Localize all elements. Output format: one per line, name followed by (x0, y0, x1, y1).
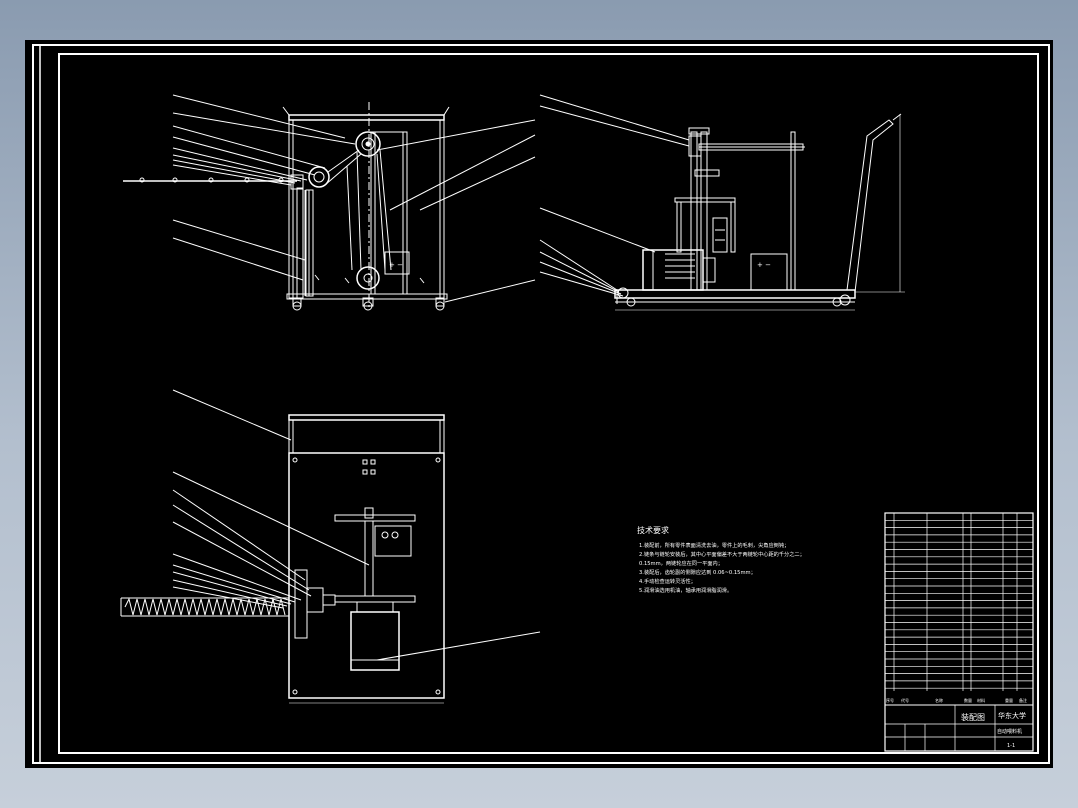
top-view (120, 389, 541, 704)
school-name: 华东大学 (998, 711, 1026, 720)
bom-header-index: 序号 (886, 697, 894, 703)
tech-requirements-title: 技术要求 (637, 525, 669, 535)
tech-requirement-line: 1.装配前，所有零件表面清洗去油，零件上的毛刺，尖角应倒钝； (639, 541, 789, 549)
title-block-text: 序号 代号 名称 数量 材料 重量 备注 装配图 华东大学 自动喂料机 1-1 (886, 697, 1027, 749)
assembly-drawing: + − (32, 44, 1050, 764)
svg-text:+ −: + − (389, 261, 403, 269)
tech-requirement-line: 5.润滑油选用机油，轴承用润滑脂润滑。 (639, 586, 732, 594)
cad-viewport[interactable]: + − (25, 40, 1053, 768)
outer-border (32, 44, 1050, 764)
bom-header-material: 材料 (977, 697, 985, 703)
tech-requirement-line: 4.手动检查运转灵活性； (639, 577, 696, 585)
tech-requirement-line: 0.15mm，两链轮应在同一平面内； (639, 559, 723, 567)
title-block (884, 512, 1034, 752)
tech-requirement-line: 2.链条与链轮安装后，其中心平面偏差不大于两链轮中心距的千分之二； (639, 550, 805, 558)
front-view: + − (123, 94, 536, 311)
side-view: + − (539, 94, 905, 311)
sheet-number: 1-1 (1007, 743, 1015, 749)
bom-header-weight: 重量 (1005, 697, 1013, 703)
drawing-name: 装配图 (961, 712, 985, 722)
tech-requirement-line: 3.装配后，齿轮副的侧隙应达到 0.06~0.15mm； (639, 568, 756, 576)
bom-header-qty: 数量 (964, 697, 972, 703)
bom-header-code: 代号 (901, 697, 909, 703)
svg-text:+ −: + − (757, 261, 771, 269)
product-name: 自动喂料机 (997, 728, 1022, 735)
tech-requirements: 技术要求 1.装配前，所有零件表面清洗去油，零件上的毛刺，尖角应倒钝； 2.链条… (637, 525, 805, 594)
inner-border (58, 53, 1039, 754)
bom-header-name: 名称 (935, 697, 943, 703)
bom-header-remark: 备注 (1019, 697, 1027, 703)
